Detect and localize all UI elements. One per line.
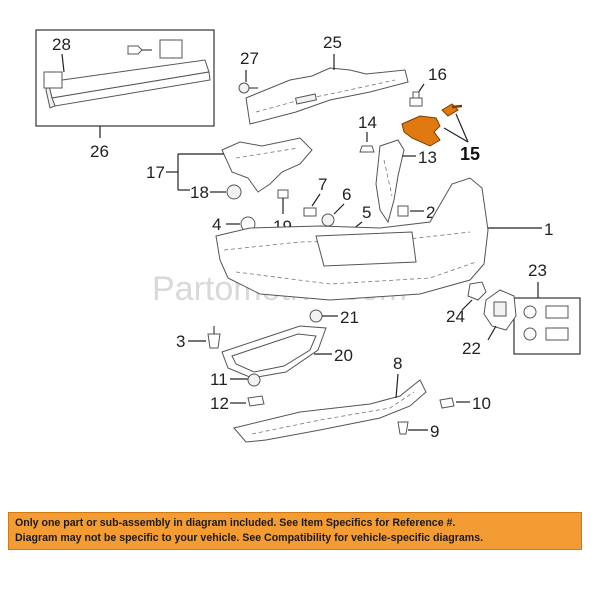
part-number-5: 5 (362, 203, 371, 222)
disclaimer-banner: Only one part or sub-assembly in diagram… (8, 512, 582, 550)
part-number-28: 28 (52, 35, 71, 54)
part-number-15: 15 (460, 144, 480, 164)
side-bracket-shape (375, 139, 405, 224)
highlighted-part-15 (401, 103, 463, 147)
part-number-7: 7 (318, 175, 327, 194)
part-number-4: 4 (212, 215, 221, 234)
disclaimer-line-1: Only one part or sub-assembly in diagram… (15, 517, 456, 529)
part-number-9: 9 (430, 422, 439, 441)
part-number-10: 10 (472, 394, 491, 413)
part-number-23: 23 (528, 261, 547, 280)
part-number-22: 22 (462, 339, 481, 358)
part-number-3: 3 (176, 332, 185, 351)
part-number-1: 1 (544, 220, 553, 239)
part-number-25: 25 (323, 33, 342, 52)
part-number-12: 12 (210, 394, 229, 413)
upper-panel-shape (245, 67, 409, 125)
reinforcement-box (35, 29, 215, 127)
left-bracket-shape (221, 137, 313, 193)
part-number-17: 17 (146, 163, 165, 182)
disclaimer-line-2: Diagram may not be specific to your vehi… (15, 532, 484, 544)
lower-spoiler-shape (233, 379, 427, 443)
part-number-11: 11 (210, 370, 228, 389)
part-number-21: 21 (340, 308, 359, 327)
part-number-24: 24 (446, 307, 465, 326)
part-number-27: 27 (240, 49, 259, 68)
part-number-16: 16 (428, 65, 447, 84)
part-number-20: 20 (334, 346, 353, 365)
part-number-8: 8 (393, 354, 402, 373)
part-number-13: 13 (418, 148, 437, 167)
sensor-clip-box (513, 297, 581, 355)
part-number-6: 6 (342, 185, 351, 204)
part-number-14: 14 (358, 113, 377, 132)
part-number-2: 2 (426, 203, 435, 222)
part-number-18: 18 (190, 183, 209, 202)
part-number-26: 26 (90, 142, 109, 161)
